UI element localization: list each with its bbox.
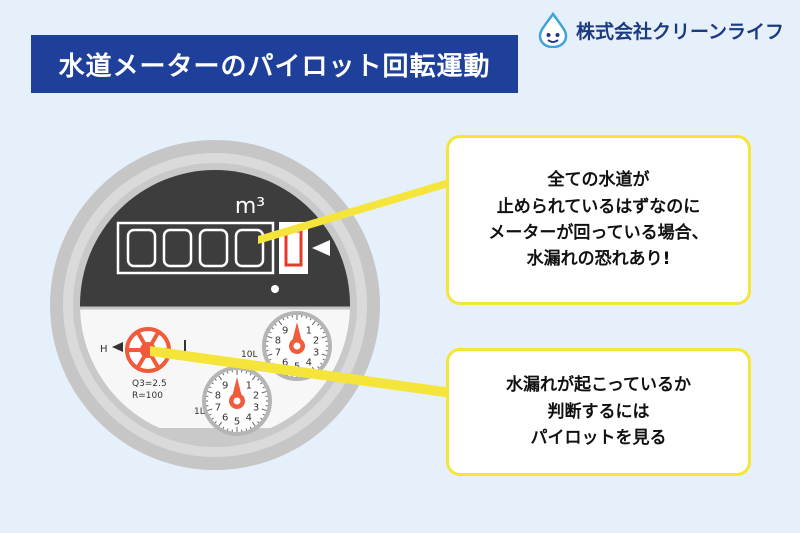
- dial-number: 3: [313, 348, 319, 359]
- callout-2-line: 判断するには: [547, 401, 650, 422]
- company-logo: 株式会社クリーンライフ: [536, 10, 794, 50]
- dial-number: 2: [253, 390, 259, 401]
- center-dot: [271, 285, 279, 293]
- decimal-arrow-icon: [312, 240, 330, 256]
- water-drop-mascot-icon: [538, 12, 568, 48]
- dial-1l-label: 1L: [194, 407, 205, 417]
- callout-1-line: 全ての水道が: [547, 170, 650, 191]
- callout-2-line: パイロットを見る: [530, 428, 667, 449]
- counter-digit-cell: [198, 228, 229, 268]
- spec-line-1: Q3=2.5: [132, 379, 167, 389]
- callout-counter-text: 全ての水道が 止められているはずなのに メーターが回っている場合、 水漏れの恐れ…: [488, 167, 708, 272]
- dial-number: 8: [275, 335, 281, 346]
- dial-number: 2: [313, 335, 319, 346]
- callout-1-line: 水漏れの恐れあり!: [526, 249, 671, 270]
- callout-pilot: 水漏れが起こっているか 判断するには パイロットを見る: [446, 348, 751, 476]
- spec-line-2: R=100: [132, 391, 163, 401]
- counter-frame: [116, 221, 275, 275]
- callout-counter: 全ての水道が 止められているはずなのに メーターが回っている場合、 水漏れの恐れ…: [446, 135, 751, 305]
- dial-number: 1: [246, 380, 252, 391]
- dial-number: 6: [222, 413, 228, 424]
- pilot-marker-arrow-icon: [112, 342, 123, 352]
- callout-2-line: 水漏れが起こっているか: [506, 375, 691, 396]
- dial-number: 4: [246, 413, 252, 424]
- dial-number: 9: [222, 380, 228, 391]
- dial-number: 1: [306, 325, 312, 336]
- pilot-marker-label: H: [100, 344, 108, 355]
- dial-10l-label: 10L: [241, 350, 257, 360]
- callout-1-line: メーターが回っている場合、: [488, 223, 709, 243]
- dial-number: 6: [282, 358, 288, 369]
- dial-number: 3: [253, 403, 259, 414]
- page-title: 水道メーターのパイロット回転運動: [31, 35, 518, 93]
- dial-number: 9: [282, 325, 288, 336]
- dial-number: 7: [275, 348, 281, 359]
- page-title-text: 水道メーターのパイロット回転運動: [58, 51, 491, 82]
- dial-number: 5: [234, 417, 240, 428]
- unit-label: m³: [235, 194, 265, 219]
- counter-digit-cell: [234, 228, 265, 268]
- company-name: 株式会社クリーンライフ: [576, 20, 785, 43]
- counter-digit-cell: [126, 228, 157, 268]
- dial-number: 8: [215, 390, 221, 401]
- dial-number: 4: [306, 358, 312, 369]
- callout-1-line: 止められているはずなのに: [496, 196, 701, 217]
- counter-digit-cell: [162, 228, 193, 268]
- callout-pilot-text: 水漏れが起こっているか 判断するには パイロットを見る: [506, 372, 691, 451]
- callout-pointer-1: [258, 178, 452, 244]
- dial-number: 7: [215, 403, 221, 414]
- callout-pointer-2: [150, 346, 452, 398]
